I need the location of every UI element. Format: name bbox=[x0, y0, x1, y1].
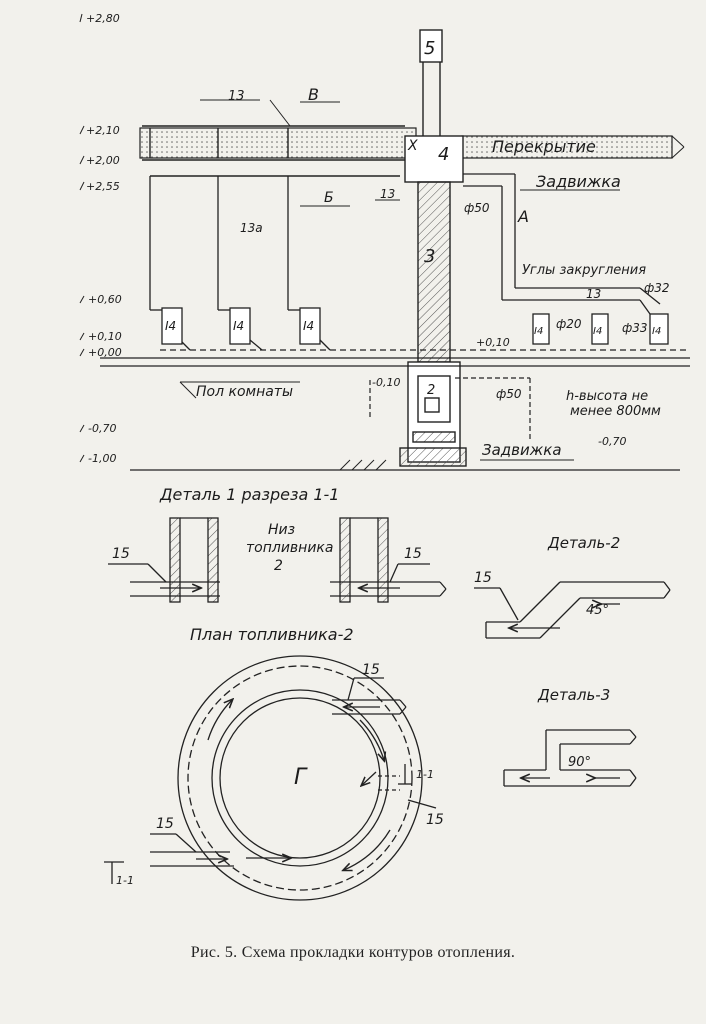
diam-32: ф32 bbox=[644, 281, 670, 295]
furnace-bottom-line1: Низ bbox=[268, 522, 295, 538]
pipe-label-a: А bbox=[517, 207, 529, 226]
radiator bbox=[532, 313, 550, 345]
elev-minus-070-right: -0,70 bbox=[598, 435, 626, 448]
pipe-label-13-top: 13 bbox=[228, 89, 245, 104]
detail1-drawing bbox=[108, 517, 447, 603]
section-mark-right: 1-1 bbox=[416, 768, 434, 781]
radiator bbox=[591, 313, 609, 345]
radiator bbox=[299, 307, 321, 345]
radiators bbox=[161, 307, 669, 345]
diam-20: ф20 bbox=[556, 317, 582, 331]
detail1-title: Деталь 1 разреза 1-1 bbox=[159, 485, 339, 504]
label-valve-top: Задвижка bbox=[536, 172, 621, 191]
label-h-2: менее 800мм bbox=[570, 404, 661, 419]
furnace-bottom-line2: топливника bbox=[246, 540, 333, 556]
pipe-label-13-mid: 13 bbox=[380, 187, 395, 201]
plan-center-letter: Г bbox=[294, 765, 308, 790]
pipe-label-13a: 13а bbox=[240, 221, 263, 235]
elev-furnace-low: -0,10 bbox=[372, 376, 400, 389]
pipe-label-v: В bbox=[308, 85, 319, 104]
pipe-label-b: Б bbox=[324, 190, 334, 206]
elev-top: +2,80 bbox=[86, 12, 120, 25]
detail1-pipe-15-left: 15 bbox=[112, 546, 130, 562]
radiator-label: I4 bbox=[165, 319, 176, 333]
radiator-label: I4 bbox=[534, 326, 543, 337]
label-valve-bottom: Задвижка bbox=[482, 441, 562, 459]
furnace-bottom-line3: 2 bbox=[274, 558, 283, 574]
detail3-angle: 90° bbox=[568, 755, 591, 770]
plan-title: План топливника-2 bbox=[190, 625, 354, 644]
elev-rad-low: +0,10 bbox=[88, 330, 122, 343]
radiator bbox=[649, 313, 669, 345]
elev-floor: +0,00 bbox=[88, 346, 122, 359]
detail2-title: Деталь-2 bbox=[547, 534, 620, 552]
detail3-drawing bbox=[503, 729, 637, 787]
stack-riser-number: 3 bbox=[424, 246, 435, 267]
plan-pipe-15-top: 15 bbox=[362, 662, 380, 678]
detail1-pipe-15-right: 15 bbox=[404, 546, 422, 562]
elev-main-b: +2,55 bbox=[86, 180, 120, 193]
detail3-title: Деталь-3 bbox=[537, 686, 610, 704]
stack-chimney-number: 5 bbox=[424, 38, 435, 59]
elev-minus-100: -1,00 bbox=[88, 452, 116, 465]
radiator bbox=[229, 307, 251, 345]
radiator-label: I4 bbox=[593, 326, 602, 337]
elev-ceil-bottom: +2,00 bbox=[86, 154, 120, 167]
chimney-stack bbox=[399, 29, 467, 467]
elevation-marks: +2,80 +2,10 +2,00 +2,55 +0,60 +0,10 +0,0… bbox=[86, 12, 626, 465]
radiator-label: I4 bbox=[303, 319, 314, 333]
radiator-label: I4 bbox=[233, 319, 244, 333]
label-h-1: h-высота не bbox=[566, 389, 648, 404]
ceiling-slab bbox=[139, 127, 685, 159]
detail2-drawing bbox=[474, 581, 671, 639]
detail2-pipe-15: 15 bbox=[474, 570, 492, 586]
elev-rad-top: +0,60 bbox=[88, 293, 122, 306]
label-slope: Углы закругления bbox=[522, 263, 646, 278]
diam-33: ф33 bbox=[622, 321, 648, 335]
elev-minus-070: -0,70 bbox=[88, 422, 116, 435]
stack-furnace-number: 2 bbox=[427, 383, 435, 398]
detail2-angle: 45° bbox=[586, 603, 609, 618]
section-mark-left: 1-1 bbox=[116, 874, 134, 887]
radiator bbox=[161, 307, 183, 345]
elev-ceil-top: +2,10 bbox=[86, 124, 120, 137]
plan-furnace-drawing bbox=[104, 655, 437, 901]
radiator-label: I4 bbox=[652, 326, 661, 337]
elev-return: +0,10 bbox=[476, 336, 510, 349]
plan-pipe-15-right: 15 bbox=[426, 812, 444, 828]
floor-line bbox=[100, 357, 690, 471]
diam-50-top: ф50 bbox=[464, 201, 490, 215]
label-floor: Пол комнаты bbox=[196, 384, 293, 400]
label-ceiling: Перекрытие bbox=[492, 137, 596, 156]
figure-caption: Рис. 5. Схема прокладки контуров отоплен… bbox=[190, 944, 516, 961]
pipe-4-number: 4 bbox=[438, 144, 449, 165]
plan-pipe-15-left: 15 bbox=[156, 816, 174, 832]
diam-50-bottom: ф50 bbox=[496, 387, 522, 401]
pipe-label-13-right: 13 bbox=[586, 287, 601, 301]
stack-x-mark: X bbox=[407, 138, 418, 154]
